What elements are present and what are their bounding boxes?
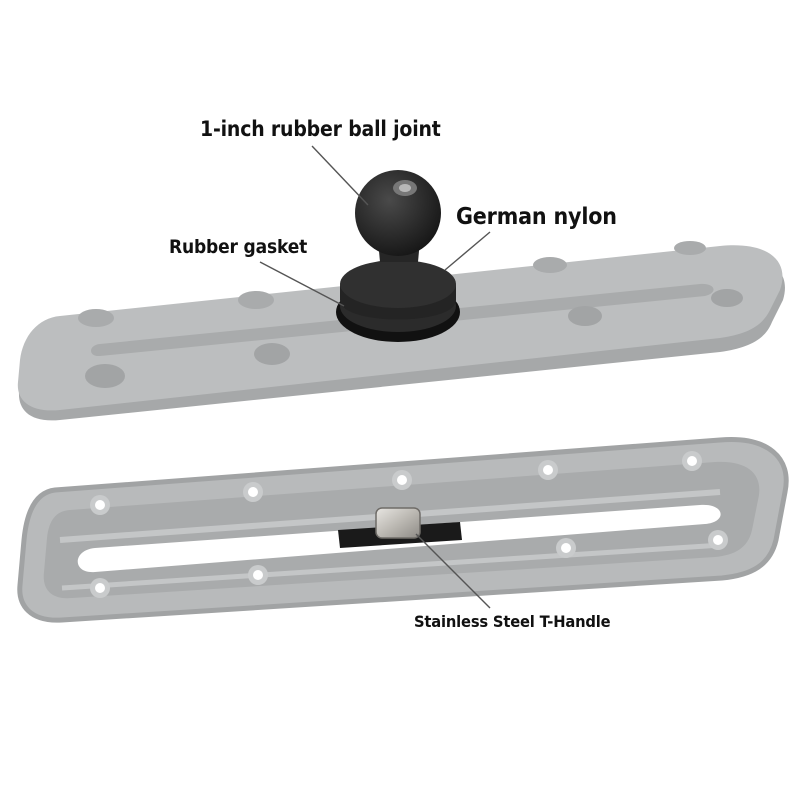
hole-marker bbox=[85, 364, 125, 388]
leader-lines bbox=[259, 145, 491, 609]
hole-marker bbox=[568, 306, 602, 326]
hole-marker bbox=[238, 291, 274, 309]
leader-line-ball bbox=[311, 145, 369, 206]
leader-line-gasket bbox=[259, 261, 345, 307]
hole-marker bbox=[254, 343, 290, 365]
label-rubber-gasket: Rubber gasket bbox=[169, 236, 308, 258]
leader-line-t-handle bbox=[415, 533, 491, 609]
label-t-handle: Stainless Steel T-Handle bbox=[414, 612, 611, 631]
rubber-ball bbox=[355, 170, 441, 256]
hole-marker bbox=[533, 257, 567, 273]
hole-marker bbox=[674, 241, 706, 255]
steel-nut bbox=[375, 507, 421, 539]
t-handle bbox=[338, 507, 462, 548]
leader-line-nylon bbox=[444, 231, 491, 271]
hole-marker bbox=[78, 309, 114, 327]
hole-marker bbox=[711, 289, 743, 307]
ball-mount bbox=[336, 170, 460, 342]
label-german-nylon: German nylon bbox=[456, 204, 617, 230]
label-ball-joint: 1-inch rubber ball joint bbox=[200, 117, 441, 141]
